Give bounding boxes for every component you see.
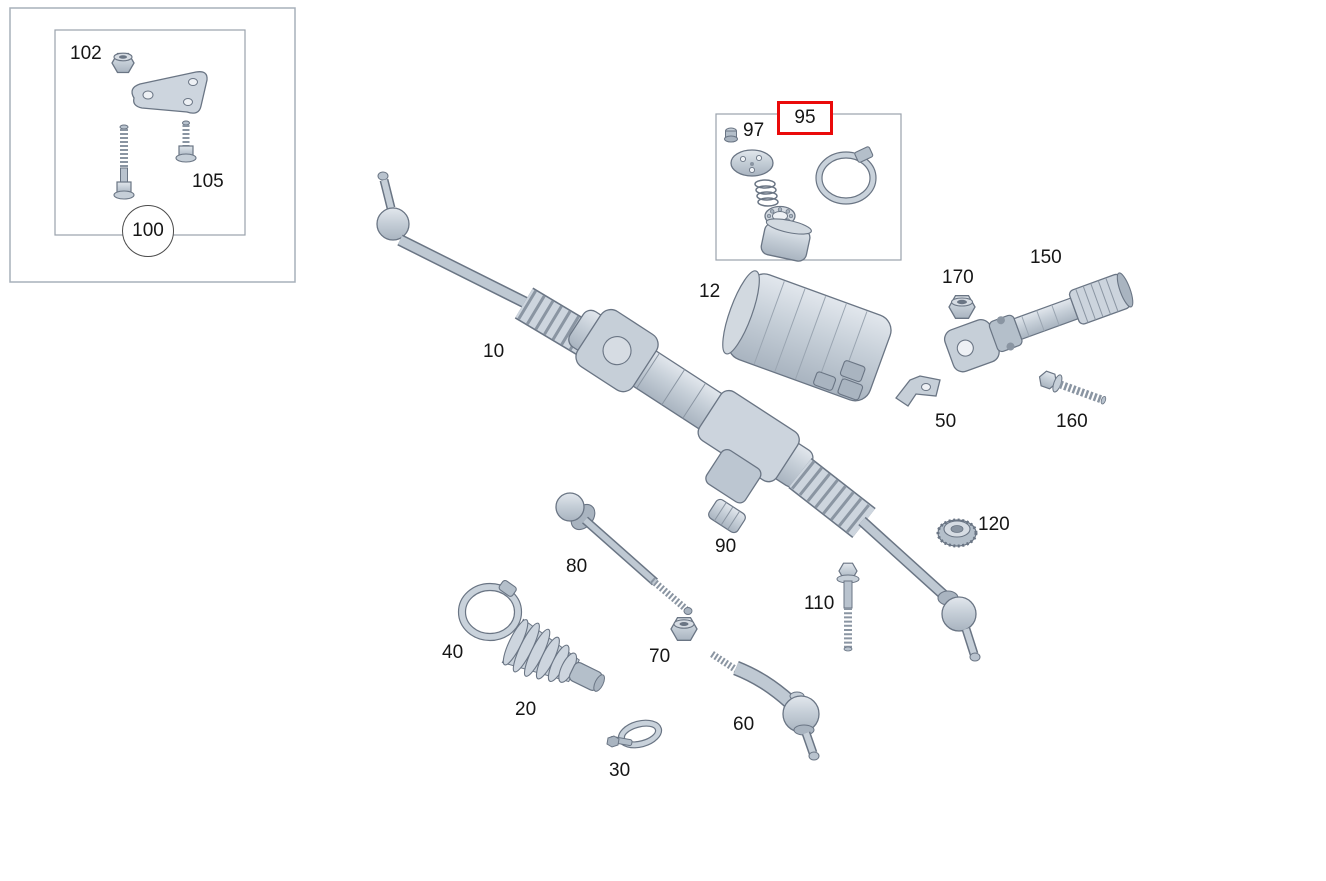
part-10-steering-rack-drawing bbox=[376, 171, 981, 662]
part-105-bolt-drawing bbox=[175, 120, 197, 163]
part-label-30[interactable]: 30 bbox=[609, 760, 631, 781]
part-102-nut-drawing bbox=[111, 52, 135, 74]
part-20-bellows-drawing bbox=[501, 618, 605, 692]
part-label-12[interactable]: 12 bbox=[699, 281, 721, 302]
part-12-motor-drawing bbox=[722, 270, 892, 402]
part-170-nut-drawing bbox=[948, 295, 976, 319]
part-50-bracket-drawing bbox=[895, 375, 941, 407]
part-30-clamp-drawing bbox=[606, 719, 663, 749]
part-110-bolt-drawing bbox=[836, 562, 860, 652]
part-150-coupling-drawing bbox=[943, 272, 1134, 373]
part-label-90[interactable]: 90 bbox=[715, 536, 737, 557]
part-label-40[interactable]: 40 bbox=[442, 642, 464, 663]
part-label-120[interactable]: 120 bbox=[978, 514, 1010, 535]
part-label-10[interactable]: 10 bbox=[483, 341, 505, 362]
part-label-80[interactable]: 80 bbox=[566, 556, 588, 577]
inset-long-bolt-drawing bbox=[113, 124, 135, 200]
part-60-tie-rod-end-drawing bbox=[710, 651, 820, 761]
part-95-repair-kit-drawing bbox=[730, 146, 877, 262]
highlight-box-part-95[interactable]: 95 bbox=[777, 101, 833, 135]
inset-bracket-plate-drawing bbox=[131, 71, 208, 114]
part-label-102[interactable]: 102 bbox=[70, 43, 102, 64]
part-label-160[interactable]: 160 bbox=[1056, 411, 1088, 432]
part-label-50[interactable]: 50 bbox=[935, 411, 957, 432]
part-label-100[interactable]: 100 bbox=[122, 205, 174, 257]
part-160-bolt-drawing bbox=[1038, 370, 1107, 405]
part-label-105[interactable]: 105 bbox=[192, 171, 224, 192]
part-40-clamp-drawing bbox=[457, 579, 523, 642]
part-80-inner-tie-rod-drawing bbox=[555, 492, 693, 615]
part-label-170[interactable]: 170 bbox=[942, 267, 974, 288]
part-label-60[interactable]: 60 bbox=[733, 714, 755, 735]
part-label-97[interactable]: 97 bbox=[743, 120, 765, 141]
part-label-20[interactable]: 20 bbox=[515, 699, 537, 720]
part-label-150[interactable]: 150 bbox=[1030, 247, 1062, 268]
part-label-70[interactable]: 70 bbox=[649, 646, 671, 667]
part-70-nut-drawing bbox=[670, 617, 698, 641]
part-label-110[interactable]: 110 bbox=[804, 593, 835, 614]
part-120-nut-drawing bbox=[936, 518, 978, 548]
part-90-clamp-drawing bbox=[708, 498, 746, 534]
part-97-plug-drawing bbox=[724, 127, 738, 143]
